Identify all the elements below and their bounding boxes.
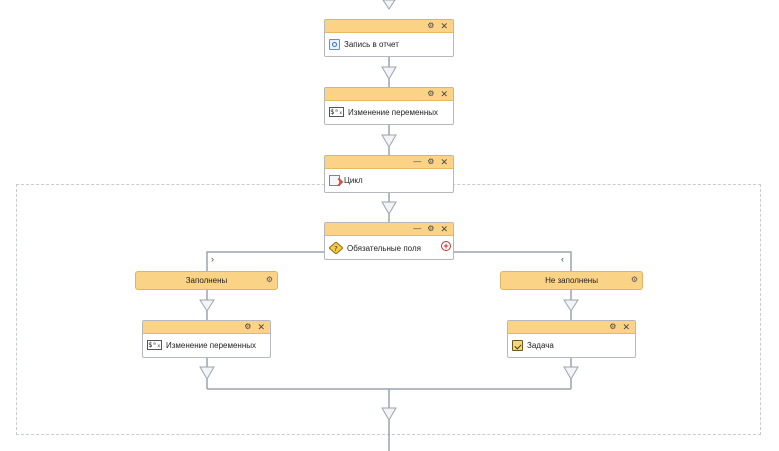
node-header: — ⚙ ✕ (325, 223, 453, 236)
node-title: Цикл (344, 176, 363, 185)
chevron-left-icon: ‹ (561, 254, 564, 264)
node-header: — ⚙ ✕ (325, 156, 453, 169)
node-header: ⚙ ✕ (143, 321, 270, 334)
branch-label: Заполнены (185, 276, 228, 285)
node-change-variables-left[interactable]: ⚙ ✕ $ᵃₓ Изменение переменных (142, 320, 271, 358)
node-report[interactable]: ⚙ ✕ Запись в отчет (324, 19, 454, 57)
branch-not-filled[interactable]: Не заполнены ⚙ (500, 271, 643, 290)
chevron-right-icon: › (211, 254, 214, 264)
loop-icon (329, 175, 340, 186)
settings-gear-icon[interactable]: ⚙ (427, 21, 435, 30)
node-task[interactable]: ⚙ ✕ Задача (507, 320, 636, 358)
branch-label: Не заполнены (545, 276, 598, 285)
connector-arrow (381, 134, 397, 148)
report-icon (329, 39, 340, 50)
node-title: Изменение переменных (348, 107, 439, 117)
settings-gear-icon[interactable]: ⚙ (609, 322, 617, 331)
node-title: Запись в отчет (344, 40, 399, 49)
node-header: ⚙ ✕ (325, 20, 453, 33)
settings-gear-icon[interactable]: ⚙ (244, 322, 252, 331)
node-title: Изменение переменных (166, 340, 257, 350)
add-branch-icon[interactable]: + (441, 241, 451, 251)
node-title: Задача (527, 341, 554, 350)
close-icon[interactable]: ✕ (440, 224, 448, 234)
close-icon[interactable]: ✕ (440, 21, 448, 31)
collapse-icon[interactable]: — (413, 224, 422, 233)
node-header: ⚙ ✕ (508, 321, 635, 334)
connector-arrow (563, 366, 579, 380)
connector-arrow (381, 66, 397, 80)
close-icon[interactable]: ✕ (622, 322, 630, 332)
variables-icon: $ᵃₓ (147, 340, 162, 350)
collapse-icon[interactable]: — (413, 157, 422, 166)
settings-gear-icon[interactable]: ⚙ (630, 275, 638, 284)
settings-gear-icon[interactable]: ⚙ (427, 89, 435, 98)
node-condition[interactable]: — ⚙ ✕ ? Обязательные поля + (324, 222, 454, 260)
connector-arrow (199, 366, 215, 380)
connector-arrow (199, 299, 215, 312)
settings-gear-icon[interactable]: ⚙ (265, 275, 273, 284)
connector-arrow (381, 407, 397, 421)
branch-filled[interactable]: Заполнены ⚙ (135, 271, 278, 290)
connector-arrow (563, 299, 579, 312)
svg-text:?: ? (334, 245, 338, 253)
close-icon[interactable]: ✕ (440, 89, 448, 99)
settings-gear-icon[interactable]: ⚙ (427, 157, 435, 166)
node-loop[interactable]: — ⚙ ✕ Цикл (324, 155, 454, 193)
close-icon[interactable]: ✕ (440, 157, 448, 167)
condition-icon: ? (329, 242, 343, 254)
close-icon[interactable]: ✕ (257, 322, 265, 332)
task-icon (512, 340, 523, 351)
variables-icon: $ᵃₓ (329, 107, 344, 117)
connector-arrow (382, 0, 396, 10)
connector-arrow (381, 201, 397, 215)
node-header: ⚙ ✕ (325, 88, 453, 101)
node-change-variables[interactable]: ⚙ ✕ $ᵃₓ Изменение переменных (324, 87, 454, 125)
settings-gear-icon[interactable]: ⚙ (427, 224, 435, 233)
node-title: Обязательные поля (347, 243, 421, 253)
